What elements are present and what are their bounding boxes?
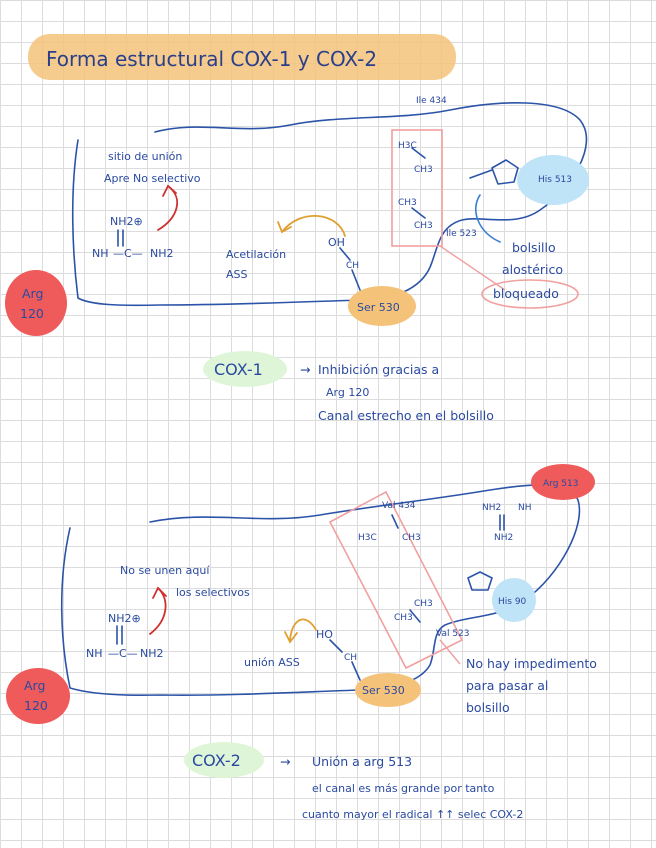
cox2-diagram: Arg 513 Val 434 H3C CH3 No se unen aquí … [6,464,597,724]
cox1-ile434-bond [411,147,426,159]
cox2-ho: HO [316,628,333,641]
cox1-ile-box [391,129,443,247]
cox2-union-ass: unión ASS [244,656,300,669]
cox2-val523: Val 523 [436,629,470,639]
cox2-imidazole-ring [467,571,493,591]
cox2-orange-arrowhead [284,631,298,644]
cox1-ser530: Ser 530 [357,301,400,314]
cox2-nh2plus: NH2⊕ [108,612,141,625]
cox1-nh2plus: NH2⊕ [110,215,143,228]
cox1-arrow-glyph: → [300,362,310,377]
cox2-note-2: el canal es más grande por tanto [312,782,495,795]
cox2-nh-left: NH [86,647,103,660]
cox2-no-se-unen: No se unen aquí [120,564,210,577]
cox1-label: COX-1 [214,360,263,379]
cox2-nh2-top: NH2 [482,503,501,513]
cox1-acetilacion: Acetilación [226,248,286,261]
cox2-h3c: H3C [358,533,377,543]
cox2-val523-bond [409,609,421,623]
cox2-val434: Val 434 [382,501,416,511]
cox1-bolsillo: bolsillo [512,240,556,255]
cox1-note-1: Inhibición gracias a [318,362,439,377]
cox1-his513: His 513 [538,175,572,185]
cox1-ch3-a: CH3 [414,165,433,175]
cox2-no-hay: No hay impedimento [466,656,597,671]
cox2-arrow-glyph: → [280,754,290,769]
cox1-arg-number: 120 [20,306,44,321]
cox1-enzyme-outline [71,102,588,307]
cox1-red-arrowhead [162,184,177,197]
cox2-his90-highlight [492,578,536,622]
cox2-ho-bond [329,639,343,653]
cox2-arg: Arg [24,678,45,693]
cox2-arg513-highlight [531,464,595,500]
cox2-note-3: cuanto mayor el radical ↑↑ selec COX-2 [302,808,523,821]
cox2-c-center: —C— [108,647,138,660]
cox1-imidazole-ring [491,159,519,185]
cox1-his-bond [469,169,493,179]
cox2-his90: His 90 [498,597,527,607]
cox1-label-highlight [203,351,287,387]
cox2-red-arrowhead [152,586,167,599]
cox2-box-connector [439,639,461,665]
cox2-para-pasar: para pasar al [466,678,548,693]
cox1-oh: OH [328,236,345,249]
cox2-red-arrow [149,587,167,635]
cox1-nh2-right: NH2 [150,247,174,260]
cox1-orange-arrow [281,215,346,237]
title-highlight [28,34,456,80]
cox1-ser530-highlight [348,286,416,326]
cox1-arg: Arg [22,286,43,301]
cox1-bloqueado-oval [481,279,579,309]
cox1-h3c: H3C [398,141,417,151]
cox2-bolsillo: bolsillo [466,700,510,715]
cox2-arg-number: 120 [24,698,48,713]
cox1-orange-arrowhead [277,221,292,234]
cox2-ch3-a: CH3 [414,599,433,609]
page-title: Forma estructural COX-1 y COX-2 [46,47,377,71]
cox2-ser530: Ser 530 [362,684,405,697]
cox2-ch: CH [344,653,357,663]
cox1-note-3: Canal estrecho en el bolsillo [318,408,494,423]
cox1-arg120-highlight [5,270,67,336]
cox1-ile523: Ile 523 [446,229,477,239]
cox2-ch-bond [351,661,361,681]
cox2-arg120-highlight [6,668,70,724]
cox1-oh-bond [339,247,351,261]
cox1-box-connector [439,245,506,291]
cox2-label: COX-2 [192,751,241,770]
cox2-nh2-right: NH2 [140,647,164,660]
cox2-note-1: Unión a arg 513 [312,754,412,769]
cox1-ch3-c: CH3 [414,221,433,231]
cox1-note-2: Arg 120 [326,386,369,399]
cox1-ile523-bond [411,207,426,219]
cox2-enzyme-outline [60,484,581,697]
cox1-sitio-line1: sitio de unión [108,150,182,163]
cox2-pink-box [328,490,464,670]
cox1-nh-left: NH [92,247,109,260]
cox1-c-center: —C— [113,247,143,260]
cox1-his513-highlight [517,155,589,205]
cox1-diagram: Ile 434 sitio de unión Apre No selectivo… [5,96,589,336]
cox2-arg513: Arg 513 [543,479,578,489]
cox2-orange-arrow [289,618,317,641]
cox2-ch3-b: CH3 [394,613,413,623]
cox1-ch-bond [351,269,361,291]
cox1-blue-arrow [475,194,501,243]
cox2-los-selectivos: los selectivos [176,586,250,599]
cox1-sitio-line2: Apre No selectivo [104,172,201,185]
cox1-alosterico: alostérico [502,262,563,277]
cox2-ch3-top: CH3 [402,533,421,543]
cox1-ch3-b: CH3 [398,198,417,208]
cox2-nh-top: NH [518,503,532,513]
cox1-ch: CH [346,261,359,271]
cox2-nh2-bottom: NH2 [494,533,513,543]
cox1-ass: ASS [226,268,248,281]
cox2-ser530-highlight [355,673,421,707]
cox1-ile434-label: Ile 434 [416,96,447,106]
cox2-val434-bond [391,514,399,529]
cox1-bloqueado: bloqueado [493,286,559,301]
cox2-label-highlight [184,742,264,778]
